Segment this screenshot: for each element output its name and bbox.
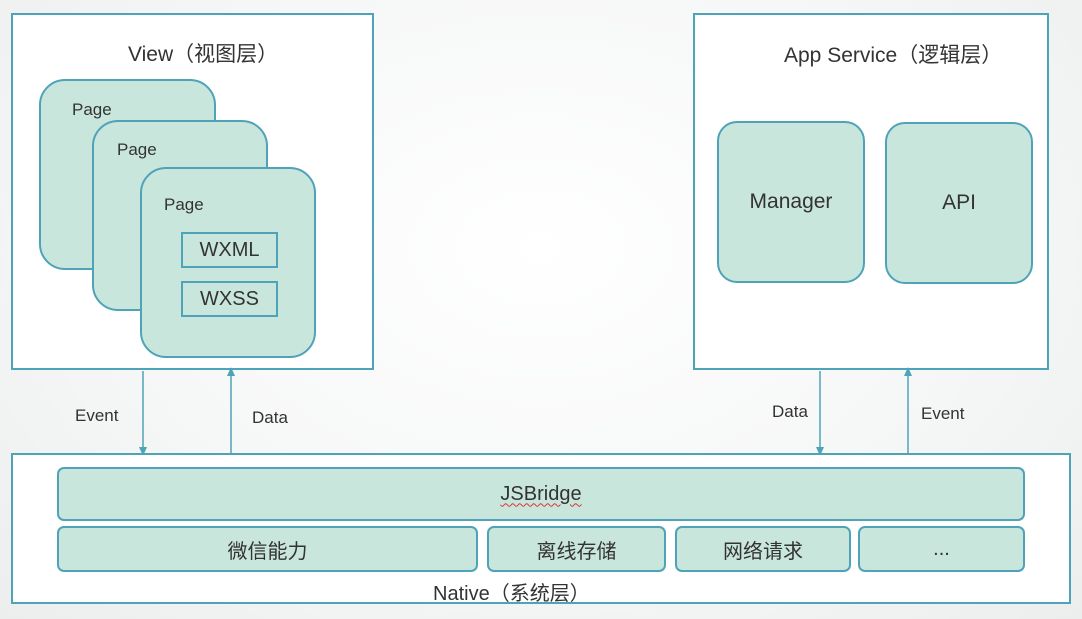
- capability-wechat: 微信能力: [57, 526, 478, 572]
- app-event-label: Event: [921, 404, 965, 423]
- page-card-middle-label: Page: [117, 140, 157, 159]
- manager-box: Manager: [717, 121, 865, 283]
- capability-offline-storage: 离线存储: [487, 526, 666, 572]
- capability-more: ...: [858, 526, 1025, 572]
- api-label: API: [942, 191, 976, 214]
- api-box: API: [885, 122, 1033, 284]
- view-event-label: Event: [75, 406, 119, 425]
- manager-label: Manager: [749, 190, 833, 213]
- wxml-box: WXML: [181, 232, 278, 268]
- app-data-label: Data: [772, 402, 808, 421]
- jsbridge-label: JSBridge: [500, 482, 582, 505]
- page-card-front-label: Page: [164, 195, 204, 214]
- page-card-back-label: Page: [72, 100, 112, 119]
- wxss-box: WXSS: [181, 281, 278, 317]
- app-service-panel-title: App Service（逻辑层）: [784, 44, 1003, 67]
- view-panel-title: View（视图层）: [128, 43, 279, 66]
- jsbridge-bar: JSBridge: [57, 467, 1025, 521]
- view-data-label: Data: [252, 408, 288, 427]
- native-panel-title: Native（系统层）: [433, 583, 590, 605]
- capability-network-request: 网络请求: [675, 526, 851, 572]
